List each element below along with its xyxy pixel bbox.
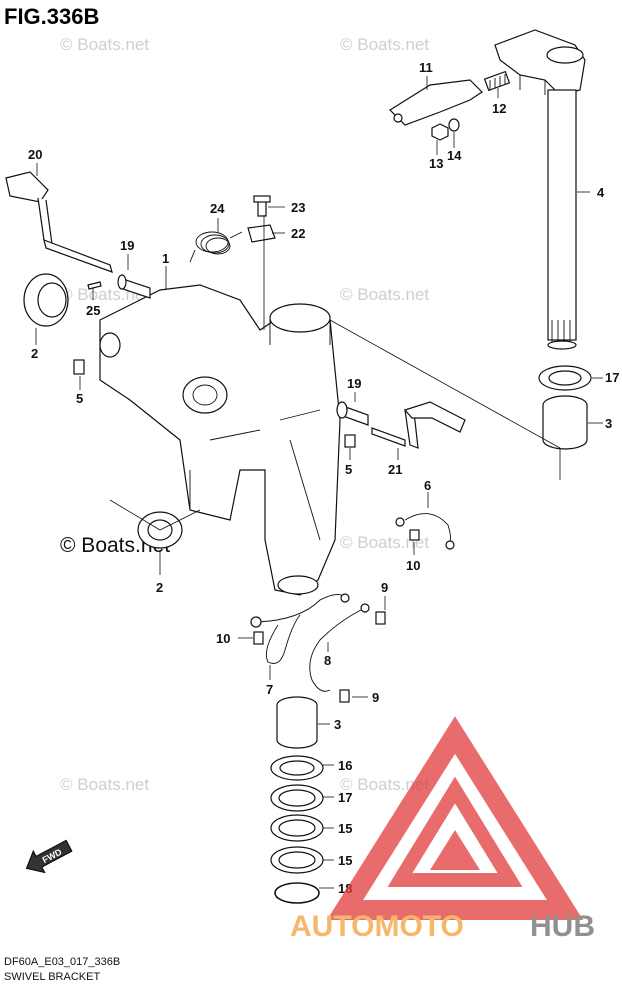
bushing-3-upper: [542, 395, 588, 450]
callout-19-upper: 19: [120, 238, 134, 253]
washer-17-lower: [270, 784, 324, 812]
footer-code: DF60A_E03_017_336B: [4, 956, 120, 968]
callout-2-lower: 2: [156, 580, 163, 595]
watermark-4: © Boats.net: [340, 285, 429, 304]
watermark-2: © Boats.net: [340, 35, 429, 54]
snap-ring-18: [274, 882, 320, 904]
callout-3-upper: 3: [605, 416, 612, 431]
watermark-5: © Boats.net: [340, 533, 429, 552]
callout-9-upper: 9: [381, 580, 388, 595]
steering-shaft: [494, 29, 586, 350]
callout-16: 16: [338, 758, 352, 773]
figure-title: FIG.336B: [4, 4, 99, 29]
callout-4: 4: [597, 185, 605, 200]
callout-7: 7: [266, 682, 273, 697]
watermark-7: © Boats.net: [340, 775, 429, 794]
pin-25: [87, 281, 102, 290]
callout-10-lower: 10: [216, 631, 230, 646]
bolt-23: [253, 195, 271, 217]
bolt-9-upper: [375, 611, 386, 625]
callout-6: 6: [424, 478, 431, 493]
callout-20: 20: [28, 147, 42, 162]
washer-14: [448, 118, 460, 132]
callout-17-upper: 17: [605, 370, 619, 385]
lead-wire-8: [309, 603, 370, 692]
bolt-10-right: [409, 529, 420, 541]
lead-wire-7: [250, 593, 350, 664]
footer-caption: SWIVEL BRACKET: [4, 971, 100, 983]
callout-3-lower: 3: [334, 717, 341, 732]
bracket-11: [389, 79, 483, 126]
callout-10-right: 10: [406, 558, 420, 573]
callout-12: 12: [492, 101, 506, 116]
lever-21: [371, 401, 466, 449]
nut-13: [431, 123, 449, 141]
clip-22: [247, 224, 276, 243]
callouts: 11 12 13 14 4 20 24 23 22 19 1 25 2 5 17…: [28, 60, 619, 896]
bushing-3-lower: [276, 696, 318, 749]
leader-lines: [35, 76, 603, 889]
callout-13: 13: [429, 156, 443, 171]
washer-17-upper: [538, 365, 592, 391]
callout-15-a: 15: [338, 821, 352, 836]
bolt-9-lower: [339, 689, 350, 703]
bolt-12: [483, 70, 511, 92]
callout-5-right: 5: [345, 462, 352, 477]
callout-2-upper: 2: [31, 346, 38, 361]
callout-14: 14: [447, 148, 462, 163]
callout-5-upper: 5: [76, 391, 83, 406]
washer-16: [270, 755, 324, 781]
lead-wire-6: [395, 513, 455, 550]
watermark-1: © Boats.net: [60, 35, 149, 54]
grease-fitting-5-upper: [73, 359, 85, 375]
logo-text-automoto: AUTOMOTO: [290, 910, 464, 943]
callout-19-right: 19: [347, 376, 361, 391]
swivel-bracket-body: [99, 284, 341, 596]
callout-15-b: 15: [338, 853, 352, 868]
spring-24: [189, 231, 243, 263]
callout-1: 1: [162, 251, 169, 266]
callout-22: 22: [291, 226, 305, 241]
grease-fitting-5-right: [344, 434, 356, 448]
pin-19-upper: [117, 274, 151, 299]
callout-17-lower: 17: [338, 790, 352, 805]
shim-15-a: [270, 814, 324, 842]
logo-text-hub: HUB: [530, 910, 595, 943]
lever-20: [5, 171, 113, 273]
pin-19-right: [336, 401, 369, 426]
fwd-arrow: FWD: [25, 839, 73, 874]
shim-15-b: [270, 846, 324, 874]
callout-8: 8: [324, 653, 331, 668]
bushing-2-upper: [23, 273, 69, 327]
automotohub-logo: AUTOMOTO HUB: [290, 716, 595, 943]
watermark-6: © Boats.net: [60, 775, 149, 794]
callout-21: 21: [388, 462, 402, 477]
callout-11: 11: [419, 60, 433, 75]
callout-9-lower: 9: [372, 690, 379, 705]
bolt-10-lower: [253, 631, 264, 645]
callout-24: 24: [210, 201, 225, 216]
callout-25: 25: [86, 303, 100, 318]
callout-23: 23: [291, 200, 305, 215]
